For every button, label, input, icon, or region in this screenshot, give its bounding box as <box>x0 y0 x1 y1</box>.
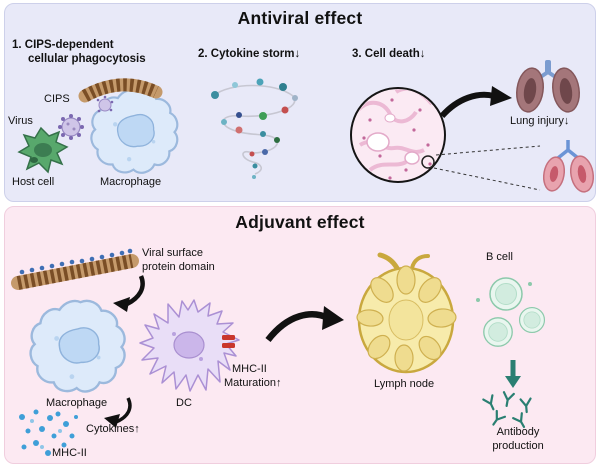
item-phagocytosis-line2: cellular phagocytosis <box>28 53 146 65</box>
antibodies-illustration <box>482 391 533 430</box>
dc-nucleus <box>173 331 205 359</box>
cytokine-storm-illustration <box>211 78 298 179</box>
engulfed-virus <box>96 95 114 113</box>
spike-proteins <box>19 248 133 275</box>
viral-surface-line1: Viral surface <box>142 247 203 259</box>
adjuvant-title: Adjuvant effect <box>235 212 365 232</box>
lymph-follicles <box>356 265 457 372</box>
lymph-node-label: Lymph node <box>374 378 435 390</box>
antiviral-item-phagocytosis: 1. CIPS-dependent cellular phagocytosis <box>12 38 146 66</box>
mhc2-maturation-line1: MHC-II <box>232 363 267 375</box>
macrophage-label-bottom: Macrophage <box>46 397 108 409</box>
tissue-texture <box>356 89 434 180</box>
antiviral-item-cell-death: 3. Cell death↓ <box>352 48 426 60</box>
cips-label: CIPS <box>44 93 70 105</box>
cell-death-illustration <box>350 60 595 193</box>
antibody-label-line1: Antibody <box>496 426 540 438</box>
magnifier-callout <box>421 145 541 191</box>
host-cell-label: Host cell <box>12 176 55 188</box>
viral-surface-label: Viral surface protein domain <box>142 247 215 274</box>
viral-surface-protein-illustration <box>11 248 139 290</box>
mhc2-bottom-label: MHC-II <box>52 447 87 459</box>
item-phagocytosis-line1: 1. CIPS-dependent <box>12 39 114 51</box>
antibody-label-line2: production <box>492 439 544 452</box>
b-cell-3 <box>483 317 513 347</box>
lymph-node-illustration <box>356 252 457 374</box>
tissue-section <box>350 87 446 183</box>
antibody-production-arrow <box>505 360 521 388</box>
b-cell-label: B cell <box>486 251 513 263</box>
dendritic-cell-illustration <box>139 299 240 392</box>
virus-label: Virus <box>8 115 33 127</box>
macrophage-cell-bottom <box>29 299 126 393</box>
viral-surface-line2: protein domain <box>142 260 215 273</box>
host-cell-nucleus <box>34 143 52 157</box>
arrow-protein-to-macrophage <box>113 275 145 312</box>
arrow-macrophage-to-cytokines <box>104 397 132 428</box>
membrane-band-stripes <box>16 254 134 290</box>
antibody-production-label: Antibody production <box>470 426 566 453</box>
phagocytosis-illustration <box>17 78 179 174</box>
arrow-dc-to-lymph-node <box>265 306 344 343</box>
cytokines-label: Cytokines↑ <box>86 423 140 435</box>
antiviral-item-cytokine-storm: 2. Cytokine storm↓ <box>198 48 301 60</box>
virus-particle <box>58 114 84 140</box>
cytokines-illustration <box>19 409 78 456</box>
storm-spiral <box>212 84 296 175</box>
cips-band-stripes <box>81 78 159 102</box>
arrow-tissue-to-lungs <box>439 86 512 119</box>
b-cell-1 <box>489 277 523 311</box>
healthy-lungs <box>542 140 595 193</box>
mhc2-maturation-line2: Maturation↑ <box>224 377 282 389</box>
mhc2-receptor-icon <box>222 335 235 348</box>
macrophage-label-top: Macrophage <box>100 176 162 188</box>
lung-injury-label: Lung injury↓ <box>510 115 570 127</box>
b-cell-2 <box>518 306 546 334</box>
b-cells-illustration <box>476 277 546 347</box>
dc-label: DC <box>176 397 192 409</box>
lymph-vessel <box>377 252 401 273</box>
injured-lungs <box>516 60 580 113</box>
antiviral-title: Antiviral effect <box>237 8 363 28</box>
macrophage-illustration-bottom <box>29 299 126 393</box>
